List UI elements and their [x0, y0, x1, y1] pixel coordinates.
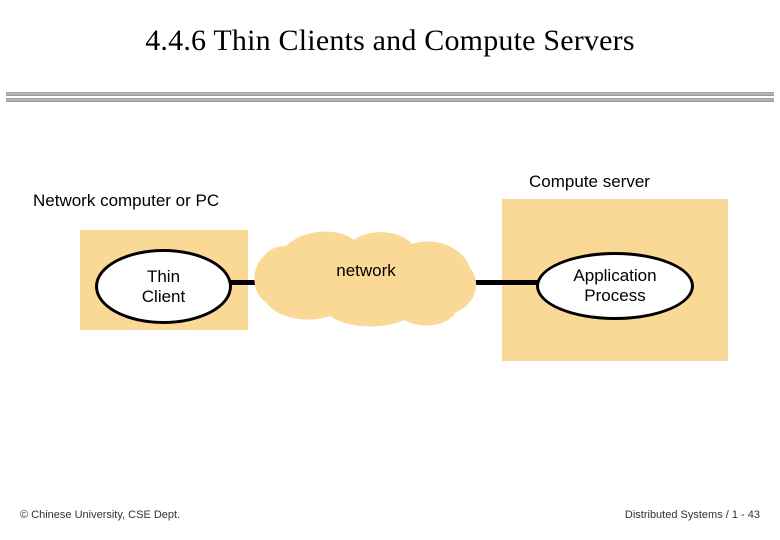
- connector-network-to-server: [466, 280, 546, 285]
- node-thin-client-line1: Thin: [146, 266, 181, 286]
- network-cloud-label: network: [336, 261, 396, 280]
- node-thin-client-line2: Client: [141, 286, 186, 306]
- node-application-process-line2: Process: [584, 286, 646, 305]
- connector-client-to-network: [222, 280, 274, 285]
- divider-bar-top: [6, 92, 774, 96]
- label-network-computer-or-pc: Network computer or PC: [33, 191, 220, 210]
- node-application-process-line1: Application: [573, 266, 657, 286]
- node-thin-client: Thin Client: [95, 249, 232, 324]
- footer-page-info: Distributed Systems / 1 - 43: [624, 509, 760, 521]
- footer-copyright: © Chinese University, CSE Dept.: [20, 509, 181, 521]
- title-divider: [6, 92, 774, 102]
- page-title: 4.4.6 Thin Clients and Compute Servers: [145, 24, 635, 57]
- divider-bar-bottom: [6, 98, 774, 102]
- node-application-process: Application Process: [536, 252, 694, 320]
- label-compute-server: Compute server: [529, 172, 650, 191]
- network-cloud-shape: [250, 228, 482, 330]
